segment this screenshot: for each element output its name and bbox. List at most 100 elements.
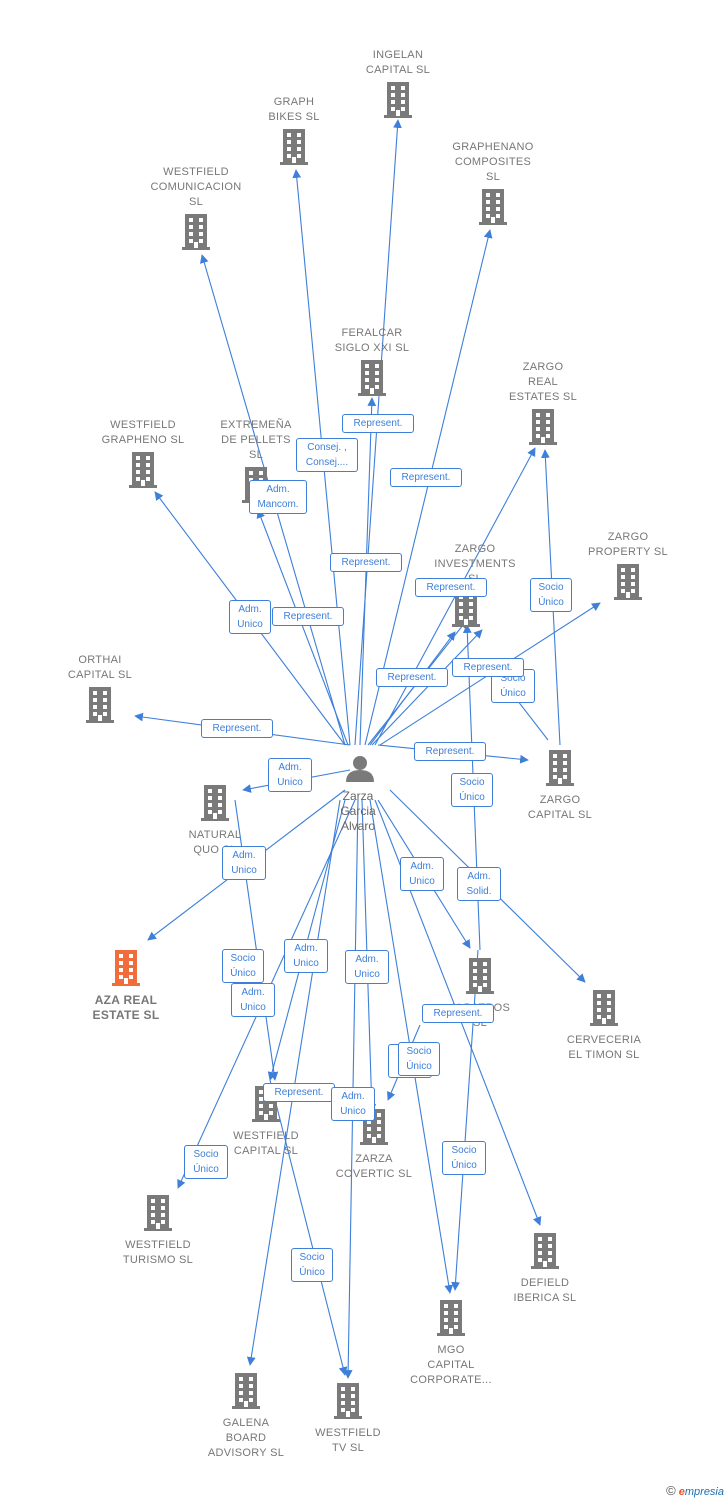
building-icon bbox=[232, 1373, 260, 1409]
building-icon bbox=[614, 564, 642, 600]
company-node-graph-bikes[interactable]: GRAPH BIKES SL bbox=[229, 95, 359, 170]
building-icon bbox=[466, 958, 494, 994]
company-node-westfield-capital[interactable]: WESTFIELD CAPITAL SL bbox=[201, 1086, 331, 1159]
relation-label[interactable]: Represent. bbox=[201, 719, 273, 738]
relation-label[interactable]: Represent. bbox=[415, 578, 487, 597]
company-node-cerveceria[interactable]: CERVECERIA EL TIMON SL bbox=[539, 990, 669, 1063]
company-node-zargo-capital[interactable]: ZARGO CAPITAL SL bbox=[495, 750, 625, 823]
company-node-zargo-real[interactable]: ZARGO REAL ESTATES SL bbox=[478, 360, 608, 450]
brand-initial: e bbox=[678, 1486, 685, 1498]
relation-edge bbox=[269, 1079, 348, 1376]
company-label: GRAPHENANO COMPOSITES SL bbox=[452, 141, 534, 183]
company-label: ORTHAI CAPITAL SL bbox=[67, 654, 133, 681]
company-node-westfield-grapheno[interactable]: WESTFIELD GRAPHENO SL bbox=[78, 418, 208, 493]
building-icon bbox=[129, 452, 157, 488]
company-label: FERALCAR SIGLO XXI SL bbox=[334, 327, 410, 354]
building-icon bbox=[384, 82, 412, 118]
company-node-feralcar[interactable]: FERALCAR SIGLO XXI SL bbox=[307, 326, 437, 401]
relation-edge bbox=[246, 799, 341, 1366]
company-label: GRAPH BIKES SL bbox=[268, 96, 320, 123]
relation-label[interactable]: Socio Único bbox=[184, 1145, 228, 1179]
company-node-zargo-property[interactable]: ZARGO PROPERTY SL bbox=[563, 530, 693, 605]
brand-name: mpresia bbox=[684, 1486, 724, 1498]
company-node-westfield-turismo[interactable]: WESTFIELD TURISMO SL bbox=[93, 1195, 223, 1268]
relation-label[interactable]: Socio Único bbox=[451, 773, 493, 807]
relation-label[interactable]: Socio Único bbox=[398, 1042, 440, 1076]
building-icon bbox=[334, 1383, 362, 1419]
building-icon bbox=[144, 1195, 172, 1231]
company-node-graphenano[interactable]: GRAPHENANO COMPOSITES SL bbox=[428, 140, 558, 230]
company-label: WESTFIELD CAPITAL SL bbox=[233, 1130, 299, 1157]
company-label: ZARGO PROPERTY SL bbox=[588, 531, 668, 558]
relation-label[interactable]: Adm. Mancom. bbox=[249, 480, 307, 514]
company-node-orthai[interactable]: ORTHAI CAPITAL SL bbox=[35, 653, 165, 728]
relation-label[interactable]: Socio Único bbox=[291, 1248, 333, 1282]
building-icon bbox=[86, 687, 114, 723]
relation-label[interactable]: Represent. bbox=[452, 658, 524, 677]
relation-label[interactable]: Adm. Unico bbox=[268, 758, 312, 792]
relation-label[interactable]: Represent. bbox=[376, 668, 448, 687]
company-label: WESTFIELD TURISMO SL bbox=[122, 1239, 194, 1266]
relation-label[interactable]: Adm. Unico bbox=[229, 600, 271, 634]
relation-edge bbox=[364, 229, 493, 746]
building-icon bbox=[280, 129, 308, 165]
relation-label[interactable]: Represent. bbox=[263, 1083, 335, 1102]
building-icon bbox=[112, 950, 140, 986]
relation-label[interactable]: Represent. bbox=[272, 607, 344, 626]
relation-label[interactable]: Socio Único bbox=[530, 578, 572, 612]
relation-label[interactable]: Adm. Unico bbox=[284, 939, 328, 973]
building-icon bbox=[201, 785, 229, 821]
company-label: WESTFIELD COMUNICACION SL bbox=[150, 166, 242, 208]
relation-label[interactable]: Socio Único bbox=[442, 1141, 486, 1175]
relation-label[interactable]: Represent. bbox=[414, 742, 486, 761]
company-node-ingelan[interactable]: INGELAN CAPITAL SL bbox=[333, 48, 463, 123]
company-node-zarza-covertic[interactable]: ZARZA COVERTIC SL bbox=[309, 1109, 439, 1182]
relation-label[interactable]: Adm. Unico bbox=[331, 1087, 375, 1121]
company-label: ZARGO REAL ESTATES SL bbox=[508, 361, 577, 403]
copyright-icon: © bbox=[666, 1483, 676, 1498]
relation-label[interactable]: Adm. Unico bbox=[345, 950, 389, 984]
building-icon bbox=[531, 1233, 559, 1269]
company-node-defield[interactable]: DEFIELD IBERICA SL bbox=[480, 1233, 610, 1306]
company-label: GALENA BOARD ADVISORY SL bbox=[207, 1417, 285, 1459]
relation-label[interactable]: Represent. bbox=[330, 553, 402, 572]
relation-label[interactable]: Adm. Unico bbox=[222, 846, 266, 880]
relation-label[interactable]: Represent. bbox=[390, 468, 462, 487]
company-label: EXTREMEÑA DE PELLETS SL bbox=[220, 419, 292, 461]
company-node-westfield-comunicacion[interactable]: WESTFIELD COMUNICACION SL bbox=[131, 165, 261, 255]
building-icon bbox=[358, 360, 386, 396]
company-node-westfield-tv[interactable]: WESTFIELD TV SL bbox=[283, 1383, 413, 1456]
relation-label[interactable]: Adm. Solid. bbox=[457, 867, 501, 901]
center-person[interactable]: Zarza Garcia Alvaro bbox=[323, 789, 393, 834]
relation-label[interactable]: Represent. bbox=[422, 1004, 494, 1023]
company-label: MGO CAPITAL CORPORATE... bbox=[410, 1344, 492, 1386]
brand-footer: © empresia bbox=[666, 1483, 724, 1498]
relation-label[interactable]: Consej. , Consej.... bbox=[296, 438, 358, 472]
relation-label[interactable]: Represent. bbox=[342, 414, 414, 433]
company-node-mgo[interactable]: MGO CAPITAL CORPORATE... bbox=[386, 1300, 516, 1388]
company-label: AZA REAL ESTATE SL bbox=[92, 993, 160, 1022]
company-label: ZARZA COVERTIC SL bbox=[335, 1153, 413, 1180]
relation-edge bbox=[256, 509, 349, 746]
building-icon bbox=[529, 409, 557, 445]
building-icon bbox=[546, 750, 574, 786]
company-label: DEFIELD IBERICA SL bbox=[513, 1277, 577, 1304]
company-label: WESTFIELD GRAPHENO SL bbox=[101, 419, 185, 446]
building-icon bbox=[590, 990, 618, 1026]
relation-label[interactable]: Socio Único bbox=[222, 949, 264, 983]
company-label: CERVECERIA EL TIMON SL bbox=[566, 1034, 642, 1061]
company-node-aza[interactable]: AZA REAL ESTATE SL bbox=[61, 950, 191, 1023]
relation-edge bbox=[371, 629, 483, 746]
building-icon bbox=[479, 189, 507, 225]
company-label: INGELAN CAPITAL SL bbox=[365, 49, 431, 76]
company-label: ZARGO CAPITAL SL bbox=[527, 794, 593, 821]
person-name: Zarza Garcia Alvaro bbox=[340, 789, 376, 833]
building-icon bbox=[437, 1300, 465, 1336]
company-label: WESTFIELD TV SL bbox=[315, 1427, 381, 1454]
building-icon bbox=[182, 214, 210, 250]
company-node-extremena[interactable]: EXTREMEÑA DE PELLETS SL bbox=[191, 418, 321, 508]
relation-label[interactable]: Adm. Unico bbox=[400, 857, 444, 891]
person-icon bbox=[346, 756, 374, 782]
company-node-galena[interactable]: GALENA BOARD ADVISORY SL bbox=[181, 1373, 311, 1461]
relation-label[interactable]: Adm. Unico bbox=[231, 983, 275, 1017]
